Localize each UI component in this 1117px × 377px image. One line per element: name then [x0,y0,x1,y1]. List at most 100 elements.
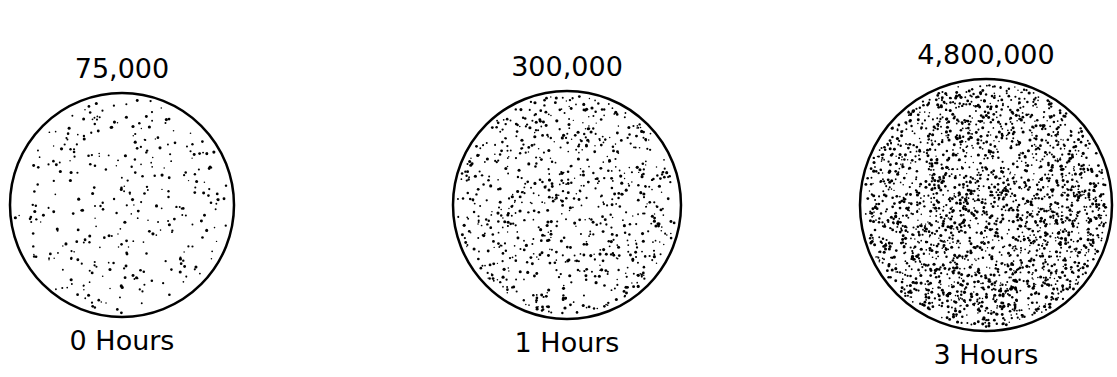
bacteria-dot [523,219,525,221]
bacteria-dot [627,240,629,242]
bacteria-dot [168,176,171,179]
bacteria-dot [899,144,901,146]
bacteria-dot [907,217,909,219]
bacteria-dot [103,236,106,239]
bacteria-dot [974,179,976,181]
bacteria-dot [493,247,494,248]
bacteria-dot [628,185,630,187]
bacteria-dot [504,123,506,125]
bacteria-dot [516,130,519,133]
bacteria-dot [520,147,522,149]
bacteria-dot [517,176,519,178]
bacteria-dot [620,193,623,196]
bacteria-dot [512,222,514,224]
bacteria-dot [555,194,558,197]
bacteria-dot [157,221,159,223]
bacteria-dot [478,251,480,253]
bacteria-dot [466,170,469,173]
bacteria-dot [652,241,654,243]
bacteria-dot [603,142,605,144]
bacteria-dot [500,149,503,152]
bacteria-dot [898,157,900,159]
bacteria-dot [124,276,127,279]
bacteria-dot [600,144,603,147]
bacteria-dot [580,253,582,255]
bacteria-dot [91,192,94,195]
bacteria-dot [183,251,184,252]
bacteria-dot [642,240,645,243]
bacteria-dot [894,215,897,218]
bacteria-dot [537,129,539,131]
bacteria-dot [928,302,931,305]
bacteria-dot [952,209,955,212]
bacteria-dot [137,217,139,219]
bacteria-dot [965,141,967,143]
bacteria-dot [612,239,614,241]
bacteria-dot [121,177,123,179]
bacteria-dot [624,178,625,179]
bacteria-dot [533,101,536,104]
bacteria-dot [930,201,932,203]
bacteria-dot [562,190,564,192]
bacteria-dot [1018,309,1020,311]
bacteria-dot [105,168,107,170]
bacteria-dot [987,286,990,289]
bacteria-dot [540,126,542,128]
bacteria-dot [125,251,128,254]
bacteria-dot [83,285,85,287]
bacteria-dot [959,198,962,201]
bacteria-dot [93,264,95,266]
bacteria-dot [645,160,647,162]
bacteria-dot [552,200,555,203]
bacteria-dot [1060,237,1063,240]
bacteria-dot [620,182,623,185]
bacteria-dot [906,173,907,174]
bacteria-dot [660,208,663,211]
bacteria-dot [516,231,518,233]
bacteria-dot [1078,232,1079,233]
bacteria-dot [162,282,164,284]
bacteria-dot [535,129,537,131]
time-label: 1 Hours [450,327,684,359]
bacteria-dot [560,199,562,201]
bacteria-dot [566,141,569,144]
bacteria-dot [1045,303,1047,305]
bacteria-dot [568,274,571,277]
bacteria-dot [99,116,101,118]
bacteria-dot [476,154,479,157]
bacteria-dot [908,265,910,267]
bacteria-dot [93,186,96,189]
bacteria-dot [656,263,657,264]
bacteria-dot [461,233,464,236]
bacteria-dot [1070,269,1071,270]
bacteria-dot [616,244,618,246]
bacteria-dot [555,96,558,99]
bacteria-dot [1001,254,1003,256]
bacteria-dot [153,174,155,176]
bacteria-dot [664,233,666,235]
bacteria-dot [1007,168,1009,170]
bacteria-dot [548,168,550,170]
bacteria-dot [507,225,508,226]
bacteria-dot [1069,286,1071,288]
bacteria-dot [1061,221,1064,224]
bacteria-dot [917,123,919,125]
bacteria-dot [1056,181,1059,184]
bacteria-dot [75,240,78,243]
bacteria-dot [905,243,907,245]
bacteria-dot [502,227,504,229]
bacteria-dot [91,302,93,304]
bacteria-dot [661,226,663,228]
bacteria-dot [467,192,470,195]
bacteria-dot [578,198,581,201]
bacteria-dot [200,220,203,223]
bacteria-dot [564,112,566,114]
bacteria-dot [533,275,536,278]
bacteria-dot [872,170,875,173]
bacteria-dot [946,150,948,152]
bacteria-dot [1015,143,1017,145]
bacteria-dot [1049,206,1051,208]
bacteria-dot [624,295,626,297]
bacteria-dot [506,286,508,288]
bacteria-dot [130,166,132,168]
